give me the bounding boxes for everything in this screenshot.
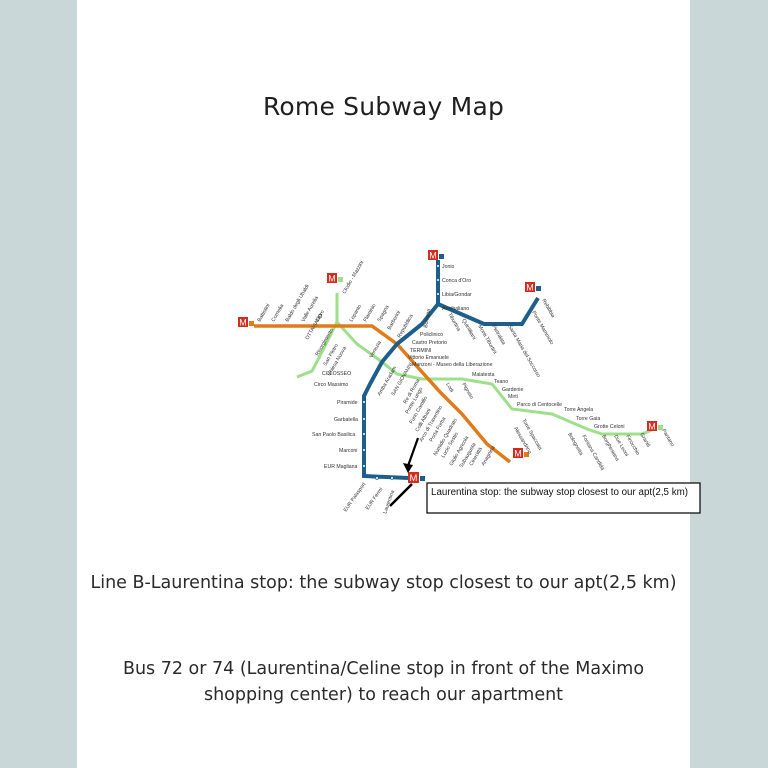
station-label-gardenie: Gardenie xyxy=(502,387,523,393)
caption-line-b: Line B-Laurentina stop: the subway stop … xyxy=(90,573,677,593)
station-label-cornelia: Cornelia xyxy=(271,303,286,323)
arrow-icon xyxy=(389,437,420,507)
station-label-vittorio: Vittorio Emanuele xyxy=(408,355,449,361)
station-label-torre-angela: Torre Angela xyxy=(564,407,593,413)
station-label-mirti: Mirti xyxy=(508,394,518,400)
station-label-malatesta: Malatesta xyxy=(472,372,495,378)
station-label-santa-maria: Santa Maria del Soccorso xyxy=(506,324,541,379)
station-label-pigneto: Pigneto xyxy=(460,382,474,400)
line-a xyxy=(254,324,512,464)
station-label-bologna: Bologna xyxy=(423,308,432,328)
station-label-flaminio: Flaminio xyxy=(363,303,378,323)
terminal-icon-rebibbia: M xyxy=(525,282,541,293)
rotated-labels-line-b-south: EUR Palasport EUR Fermi Laurentina xyxy=(343,481,397,515)
terminal-icon-jonio: M xyxy=(428,250,444,261)
subway-map-graphic: M M M M M xyxy=(238,250,701,515)
terminal-icon-pantano: M xyxy=(647,421,663,432)
station-label-barberini: Barberini xyxy=(387,310,403,331)
station-label-annibaliano: Annibaliano xyxy=(442,306,469,312)
station-label-castro-pretorio: Castro Pretorio xyxy=(412,340,447,346)
svg-text:Laurentina stop: the subway st: Laurentina stop: the subway stop closest… xyxy=(431,487,688,498)
station-label-garbatella: Garbatella xyxy=(334,417,358,423)
station-label-eur-fermi: EUR Fermi xyxy=(365,487,385,511)
svg-text:M: M xyxy=(328,274,336,284)
station-label-piramide: Piramide xyxy=(337,400,358,406)
station-label-lodi: Lodi xyxy=(444,382,454,393)
station-label-manzoni: Manzoni - Museo della Liberazione xyxy=(412,362,493,368)
station-label-anagnina: Anagnina xyxy=(481,445,497,467)
station-label-circo-massimo: Circo Massimo xyxy=(314,382,348,388)
caption-bus-line-1: Bus 72 or 74 (Laurentina/Celine stop in … xyxy=(122,659,645,679)
svg-text:M: M xyxy=(514,449,522,459)
svg-text:M: M xyxy=(410,473,418,484)
rotated-labels-line-a-south: SAN GIOVANNI Re di Roma Ponte Lungo Furi… xyxy=(391,362,497,469)
station-label-termini: TERMINI xyxy=(410,348,431,354)
station-label-cipro: Cipro xyxy=(315,309,326,323)
terminal-icon-clodio: M xyxy=(327,273,343,284)
svg-text:M: M xyxy=(526,283,534,293)
station-label-pantano: Pantano xyxy=(660,428,675,448)
station-label-parco-centocelle: Parco di Centocelle xyxy=(517,402,562,408)
station-label-policlinico: Policlinico xyxy=(420,332,443,338)
station-label-marconi: Marconi xyxy=(339,448,357,454)
station-dots xyxy=(362,264,440,480)
svg-text:M: M xyxy=(239,318,247,328)
line-c xyxy=(296,293,653,436)
station-label-eur-palasport: EUR Palasport xyxy=(343,481,368,513)
station-label-eur-magliana: EUR Magliana xyxy=(324,464,358,470)
caption-bus: Bus 72 or 74 (Laurentina/Celine stop in … xyxy=(107,656,660,708)
subway-map: M M M M M xyxy=(222,244,704,516)
station-label-battistini: Battistini xyxy=(257,303,272,323)
station-label-clodio: Clodio - Mazzini xyxy=(342,260,366,295)
svg-text:M: M xyxy=(648,422,656,432)
page-title: Rome Subway Map xyxy=(262,92,505,121)
station-label-teano: Teano xyxy=(494,379,508,385)
terminal-icon-laurentina: M xyxy=(408,472,425,484)
station-label-torre-gaia: Torre Gaia xyxy=(576,416,600,422)
station-label-grotte-celoni: Grotte Celoni xyxy=(594,424,625,430)
station-label-jonio: Jonio xyxy=(442,264,455,270)
page-panel: Rome Subway Map xyxy=(77,0,701,768)
caption-bus-line-2: shopping center) to reach our apartment xyxy=(203,685,564,705)
station-label-spagna: Spagna xyxy=(377,304,391,323)
terminal-icon-anagnina: M xyxy=(513,448,529,459)
terminal-icon-battistini: M xyxy=(238,317,254,328)
station-label-graniti: Graniti xyxy=(638,432,651,448)
station-label-libia: Libia/Gondar xyxy=(442,292,472,298)
station-label-san-paolo: San Paolo Basilica xyxy=(312,432,355,438)
station-label-colosseo: COLOSSEO xyxy=(322,371,351,377)
station-label-lepanto: Lepanto xyxy=(349,304,364,323)
svg-text:M: M xyxy=(429,251,437,261)
station-label-rebibbia: Rebibbia xyxy=(540,298,555,319)
callout-box: Laurentina stop: the subway stop closest… xyxy=(426,482,701,514)
station-label-conca-doro: Conca d'Oro xyxy=(442,278,471,284)
